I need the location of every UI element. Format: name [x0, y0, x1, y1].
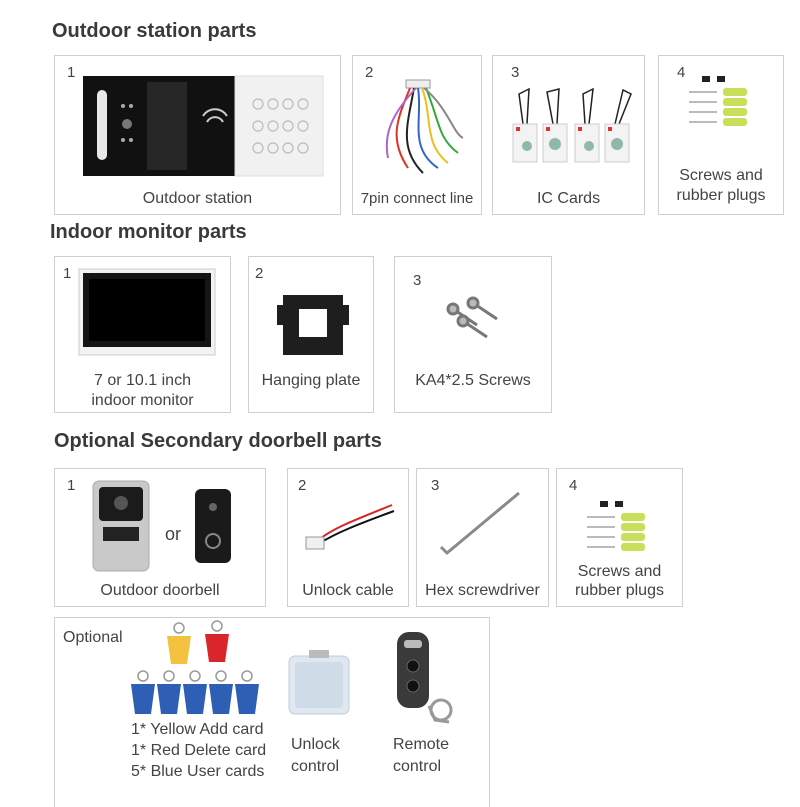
- item-caption: Outdoor station: [142, 190, 253, 207]
- part-card-ka4-screws: 3 KA4*2.5 Screws: [394, 256, 552, 413]
- item-number: 2: [365, 64, 374, 81]
- item-number: 1: [67, 64, 76, 81]
- optional-label: Optional: [63, 629, 123, 646]
- rfid-tags-image: [131, 620, 259, 714]
- item-number: 1: [67, 477, 76, 494]
- part-card-screws-plugs: 4 Screws and rubber plugs: [658, 55, 784, 215]
- item-number: 3: [511, 64, 520, 81]
- ka4-screws-image: [446, 296, 498, 339]
- section-heading-indoor-monitor: Indoor monitor parts: [50, 221, 247, 243]
- item-caption: 7pin connect line: [360, 190, 474, 207]
- item-caption-line1: Screws and: [679, 167, 763, 184]
- part-card-hex-screwdriver: 3 Hex screwdriver: [416, 468, 549, 607]
- or-text: or: [165, 524, 182, 544]
- unlock-control-image: [288, 650, 350, 715]
- item-number: 4: [677, 64, 686, 81]
- cards-line-red: 1* Red Delete card: [131, 742, 267, 759]
- remote-control-line2: control: [393, 758, 442, 775]
- part-card-unlock-cable: 2 Unlock cable: [287, 468, 409, 607]
- item-caption: Outdoor doorbell: [100, 582, 220, 599]
- part-card-outdoor-doorbell: 1 or Outdoor doorbell: [54, 468, 266, 607]
- outdoor-station-image: [83, 75, 324, 177]
- section-heading-secondary-doorbell: Optional Secondary doorbell parts: [54, 430, 382, 452]
- item-caption: IC Cards: [536, 190, 601, 207]
- item-caption: KA4*2.5 Screws: [415, 372, 531, 389]
- section-heading-outdoor-station: Outdoor station parts: [52, 20, 257, 42]
- unlock-control-line1: Unlock: [291, 736, 340, 753]
- unlock-cable-image: [305, 504, 395, 550]
- screws-plugs-image: [587, 501, 645, 551]
- doorbell-black-image: [195, 489, 231, 563]
- hex-screwdriver-image: [439, 491, 520, 556]
- item-number: 2: [255, 265, 264, 282]
- optional-accessories-box: Optional 1* Yellow Add card 1* Red Delet…: [54, 617, 490, 807]
- item-caption: Hanging plate: [261, 372, 361, 389]
- part-card-outdoor-station: 1 Outdoor station: [54, 55, 341, 215]
- cards-line-yellow: 1* Yellow Add card: [131, 721, 264, 738]
- item-caption-line2: rubber plugs: [575, 582, 664, 599]
- part-card-hanging-plate: 2 Hanging plate: [248, 256, 374, 413]
- remote-control-line1: Remote: [393, 736, 450, 753]
- doorbell-silver-image: [92, 480, 150, 572]
- item-caption: Unlock cable: [302, 582, 394, 599]
- screws-plugs-image: [689, 76, 747, 126]
- item-caption: Hex screwdriver: [425, 582, 540, 599]
- cards-line-blue: 5* Blue User cards: [131, 763, 265, 780]
- connect-line-image: [385, 79, 464, 174]
- item-number: 2: [298, 477, 307, 494]
- item-number: 3: [413, 272, 422, 289]
- part-card-screws-plugs-secondary: 4 Screws and rubber plugs: [556, 468, 683, 607]
- item-number: 3: [431, 477, 440, 494]
- part-card-connect-line: 2 7pin connect line: [352, 55, 482, 215]
- item-caption-line2: rubber plugs: [676, 187, 766, 204]
- part-card-indoor-monitor: 1 7 or 10.1 inch indoor monitor: [54, 256, 231, 413]
- unlock-control-line2: control: [291, 758, 340, 775]
- ic-cards-image: [512, 87, 632, 163]
- item-caption-line2: indoor monitor: [91, 392, 194, 409]
- item-number: 4: [569, 477, 578, 494]
- indoor-monitor-image: [78, 268, 216, 356]
- item-number: 1: [63, 265, 72, 282]
- item-caption-line1: 7 or 10.1 inch: [94, 372, 191, 389]
- part-card-ic-cards: 3 IC Cards: [492, 55, 645, 215]
- remote-control-image: [397, 632, 453, 724]
- hanging-plate-image: [277, 295, 349, 355]
- item-caption-line1: Screws and: [577, 563, 662, 580]
